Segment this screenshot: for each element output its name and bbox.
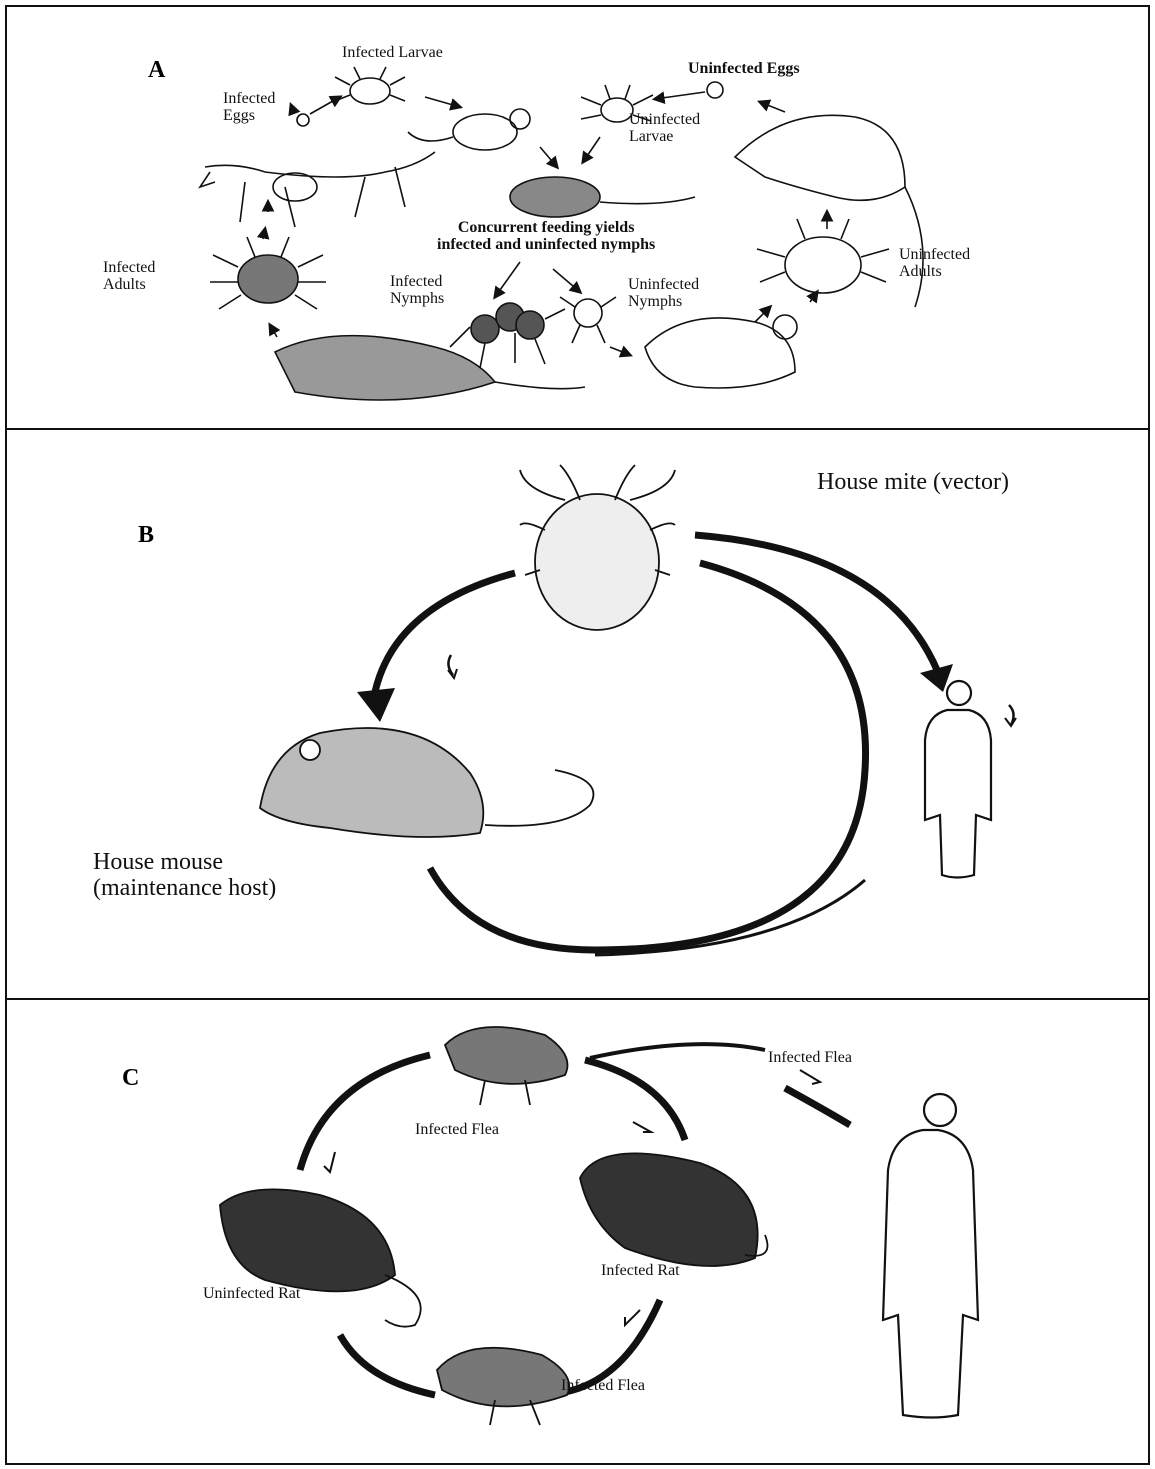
small-arrow-c3 bbox=[625, 1310, 640, 1325]
arc-return-crescent bbox=[430, 563, 866, 950]
arc-mite-to-human bbox=[695, 535, 937, 670]
uninfected-rat-icon bbox=[220, 1189, 421, 1326]
panel-a-illustration bbox=[5, 7, 1150, 428]
human-silhouette-icon bbox=[925, 681, 991, 878]
opossum-icon bbox=[735, 115, 923, 307]
small-arrow-right-head bbox=[1005, 718, 1016, 726]
small-arrow-c2 bbox=[633, 1122, 651, 1132]
label-infected-nymphs: Infected Nymphs bbox=[390, 274, 444, 308]
label-concurrent-feeding: Concurrent feeding yields infected and u… bbox=[437, 220, 655, 254]
human-silhouette-c-icon bbox=[883, 1094, 978, 1418]
mouse-bottom-right-icon bbox=[645, 315, 797, 388]
panel-a: A Infected Larvae Infected Eggs Uninfect… bbox=[5, 7, 1150, 428]
panel-c-illustration bbox=[5, 1000, 1150, 1465]
panel-b-illustration bbox=[5, 430, 1150, 998]
arrowhead-mouse bbox=[357, 688, 395, 722]
panel-b: B House mite (vector) House mouse (maint… bbox=[5, 430, 1150, 998]
arc-flea-to-uninfected-rat bbox=[300, 1055, 430, 1170]
infected-eggs-icon bbox=[297, 114, 309, 126]
label-infected-larvae: Infected Larvae bbox=[342, 45, 443, 62]
small-arrow-c4 bbox=[800, 1070, 820, 1084]
infected-nymphs-icon bbox=[450, 303, 565, 368]
arc-flea-to-human-2 bbox=[785, 1088, 850, 1125]
arc-bottom-flea-to-uninfected-rat bbox=[340, 1335, 435, 1395]
label-house-mouse: House mouse (maintenance host) bbox=[93, 849, 276, 902]
weasel-icon bbox=[200, 152, 435, 227]
infected-larvae-icon bbox=[335, 67, 405, 104]
uninfected-eggs-icon bbox=[707, 82, 723, 98]
arc-return-thin bbox=[595, 880, 865, 955]
panel-c-letter: C bbox=[122, 1065, 139, 1092]
infected-flea-top-icon bbox=[445, 1027, 568, 1105]
uninfected-nymph-icon bbox=[560, 297, 616, 343]
label-uninfected-eggs: Uninfected Eggs bbox=[688, 61, 800, 78]
arc-flea-to-human bbox=[590, 1044, 765, 1058]
uninfected-adults-icon bbox=[757, 219, 889, 293]
infected-adults-icon bbox=[210, 237, 326, 309]
infected-rat-icon bbox=[580, 1153, 768, 1266]
label-uninfected-larvae: Uninfected Larvae bbox=[629, 112, 700, 146]
infected-flea-bottom-icon bbox=[437, 1348, 569, 1425]
label-infected-adults: Infected Adults bbox=[103, 260, 155, 294]
house-mouse-icon bbox=[260, 728, 593, 837]
label-uninfected-adults: Uninfected Adults bbox=[899, 247, 970, 281]
house-mite-icon bbox=[520, 465, 675, 630]
label-house-mite: House mite (vector) bbox=[817, 470, 1009, 495]
small-arrow-c1 bbox=[324, 1152, 335, 1172]
panel-b-letter: B bbox=[138, 522, 154, 549]
label-infected-flea-bottom: Infected Flea bbox=[561, 1378, 645, 1395]
arc-infected-rat-to-flea bbox=[585, 1060, 685, 1140]
label-infected-flea-top: Infected Flea bbox=[415, 1122, 499, 1139]
label-infected-eggs: Infected Eggs bbox=[223, 91, 275, 125]
panel-a-letter: A bbox=[148, 57, 165, 84]
label-uninfected-rat: Uninfected Rat bbox=[203, 1286, 300, 1303]
label-uninfected-nymphs: Uninfected Nymphs bbox=[628, 277, 699, 311]
label-infected-rat: Infected Rat bbox=[601, 1263, 680, 1280]
central-host-icon bbox=[510, 177, 695, 217]
label-infected-flea-right: Infected Flea bbox=[768, 1050, 852, 1067]
mouse-top-icon bbox=[408, 109, 530, 150]
rat-bottom-icon bbox=[275, 336, 585, 400]
panel-c: C Infected Flea Infected Flea Infected R… bbox=[5, 1000, 1150, 1465]
arc-mite-to-mouse bbox=[375, 573, 515, 692]
